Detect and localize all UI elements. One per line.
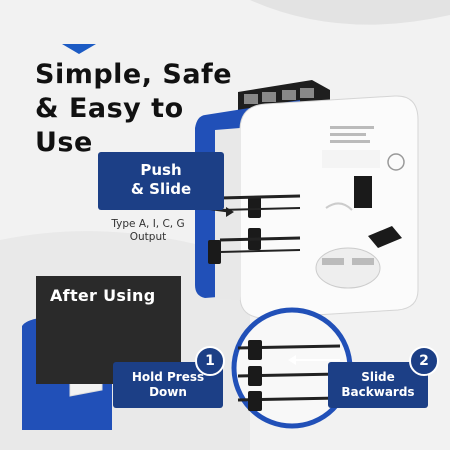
step-2-line-1: Slide: [361, 370, 395, 384]
output-types-line-2: Output: [129, 231, 167, 243]
step-2-line-2: Backwards: [341, 385, 415, 399]
output-types-text: Type A, I, C, G Output: [103, 218, 193, 244]
output-types-line-1: Type A, I, C, G: [111, 218, 185, 230]
step-1-line-2: Down: [149, 385, 187, 399]
power-adapter-image: [179, 80, 419, 319]
headline-line-1: Simple, Safe: [35, 59, 233, 90]
step-2-number: 2: [409, 346, 439, 376]
down-arrow-icon: [62, 44, 96, 54]
headline-line-3: Use: [35, 127, 93, 158]
background-swoosh: [250, 0, 450, 25]
headline: Simple, Safe & Easy to Use: [35, 58, 255, 160]
step-1-number: 1: [195, 346, 225, 376]
headline-line-2: & Easy to: [35, 93, 184, 124]
after-using-title: After Using: [50, 286, 156, 305]
step-1-line-1: Hold Press: [131, 370, 205, 384]
push-label: Push: [140, 161, 182, 179]
push-slide-callout: Push & Slide: [98, 152, 224, 210]
slide-label: & Slide: [130, 180, 192, 198]
